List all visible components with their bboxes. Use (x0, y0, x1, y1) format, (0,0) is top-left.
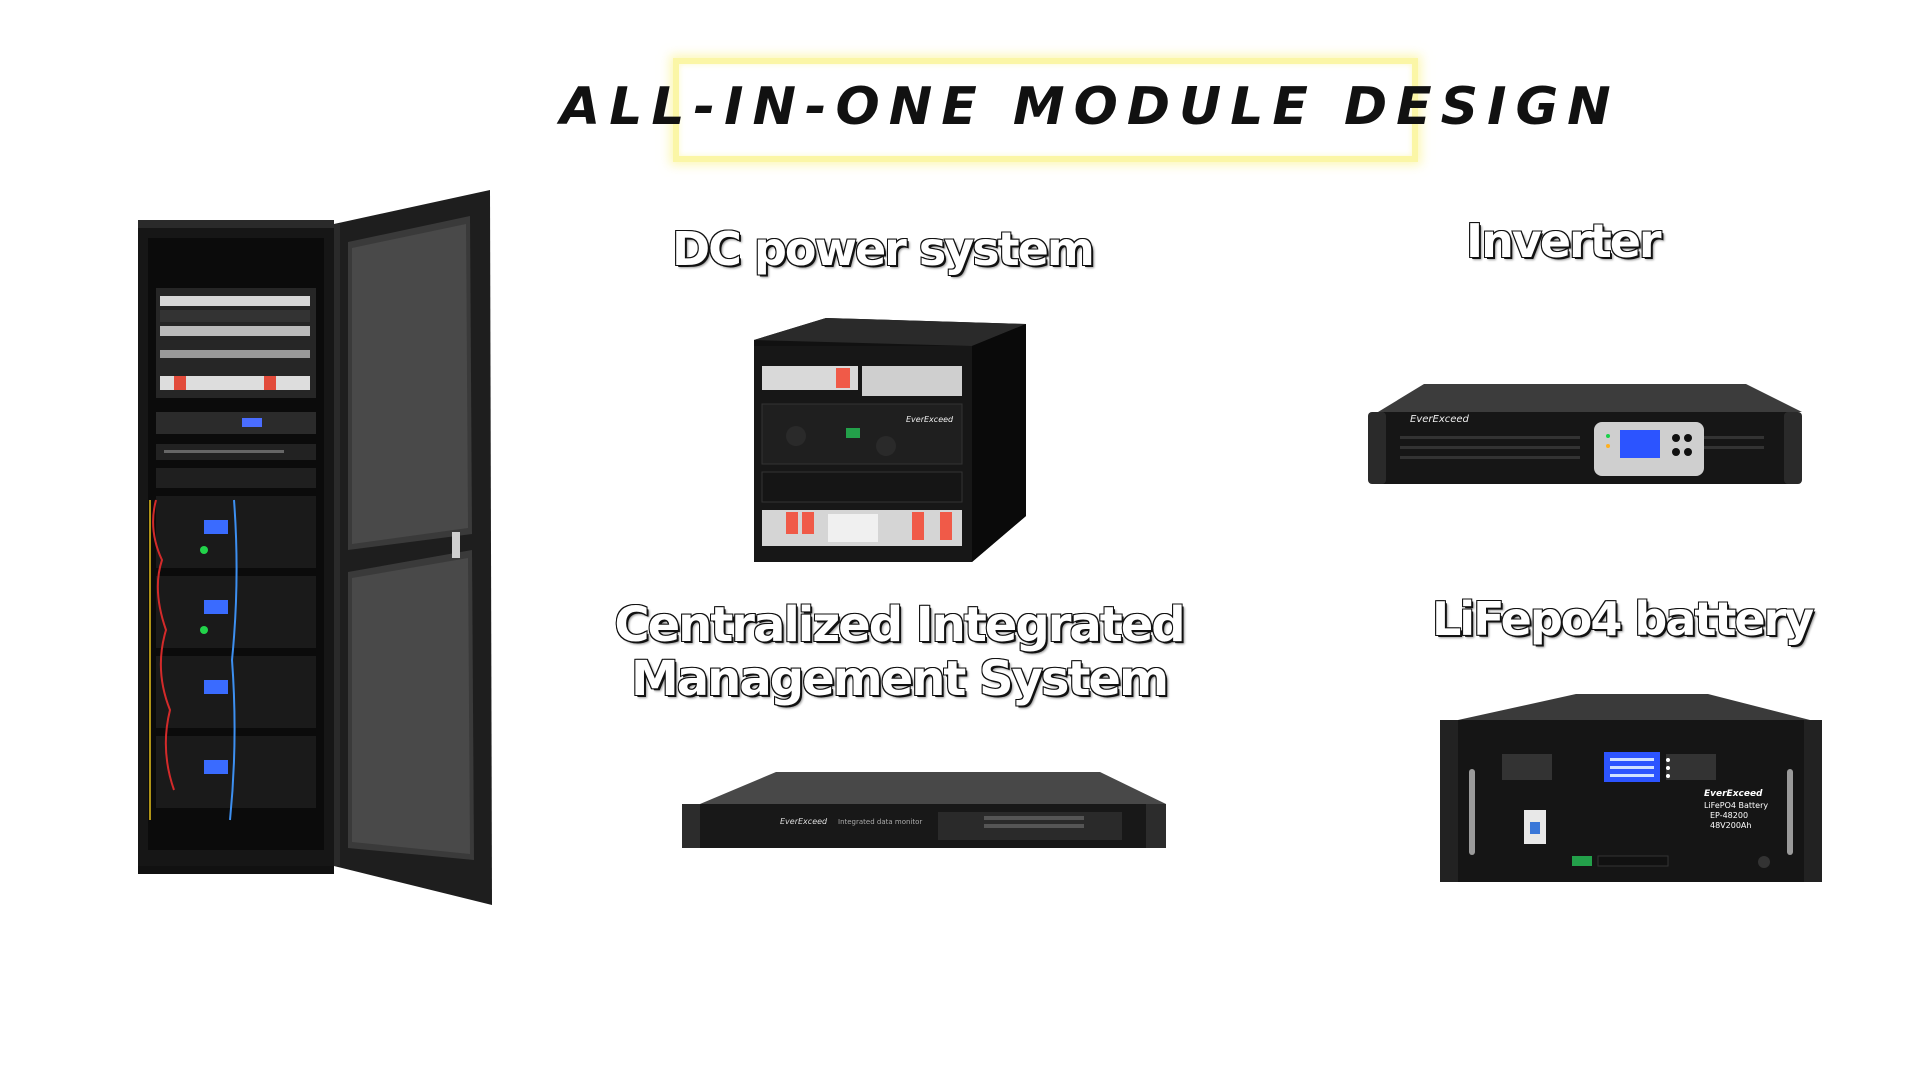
title-highlight-frame (673, 58, 1418, 162)
dc-brand-text: EverExceed (906, 415, 954, 424)
battery-type-text: LiFePO4 Battery (1704, 801, 1768, 810)
battery-rating-text: 48V200Ah (1710, 821, 1751, 830)
page-title: ALL-IN-ONE MODULE DESIGN (560, 77, 1620, 137)
monitor-brand-text: EverExceed (780, 817, 828, 826)
inverter-brand-text: EverExceed (1410, 414, 1470, 425)
label-dc-power-system: DC power system (671, 221, 1096, 277)
inverter-image: EverExceed (1368, 384, 1802, 484)
label-management-system: Centralized Integrated Management System (613, 597, 1186, 707)
battery-model-text: EP-48200 (1710, 811, 1748, 820)
data-monitor-image: EverExceed Integrated data monitor (682, 772, 1166, 848)
battery-brand-text: EverExceed (1704, 789, 1763, 799)
rack-cabinet-image (138, 190, 492, 905)
label-lifepo4-battery: LiFepo4 battery (1431, 591, 1815, 647)
monitor-caption-text: Integrated data monitor (838, 818, 922, 826)
dc-power-system-image: EverExceed (754, 318, 1026, 562)
label-inverter: Inverter (1465, 213, 1663, 269)
label-management-line-2: Management System (630, 651, 1170, 707)
lifepo4-battery-image: EverExceed LiFePO4 Battery EP-48200 48V2… (1440, 694, 1822, 882)
label-management-line-1: Centralized Integrated (613, 597, 1186, 653)
